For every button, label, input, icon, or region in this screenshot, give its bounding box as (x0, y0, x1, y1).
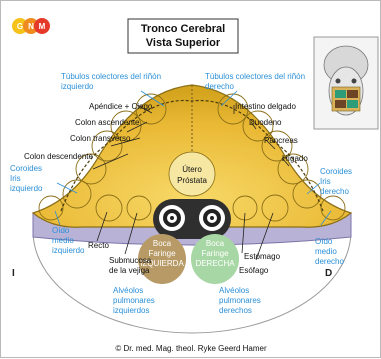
center-label-1: Útero (182, 165, 202, 174)
label-liver: Hígado (282, 154, 308, 163)
label-small-int: Intestino delgado (235, 102, 296, 111)
label-ear-right-3: derecho (315, 257, 344, 266)
mouth-left-1: Boca (153, 239, 172, 248)
head-thumbnail (313, 36, 379, 130)
label-submucosa-2: de la vejiga (109, 266, 150, 275)
mouth-right-3: DERECHA (195, 259, 235, 268)
label-ear-right-2: medio (315, 247, 337, 256)
logo-letter-m: M (39, 22, 46, 31)
side-left-marker: I (12, 268, 15, 279)
label-tubules-left-1: Túbulos colectores del riñón (61, 72, 161, 81)
label-alv-left-1: Alvéolos (113, 286, 143, 295)
gnm-logo: G N M (12, 18, 50, 34)
mouth-right-2: Faringe (201, 249, 229, 258)
label-choroid-left-2: Iris (10, 174, 21, 183)
label-alv-right-3: derechos (219, 306, 252, 315)
relay-circles (38, 93, 346, 222)
blue-leader-lines (54, 90, 332, 226)
label-alv-right-1: Alvéolos (219, 286, 249, 295)
label-alv-right-2: pulmonares (219, 296, 261, 305)
label-esophagus: Esófago (239, 266, 269, 275)
label-ear-left-2: medio (52, 236, 74, 245)
brainstem-targets (153, 199, 231, 239)
label-choroid-left-1: Coroides (10, 164, 42, 173)
label-choroid-right-3: derecho (320, 187, 349, 196)
logo-letter-n: N (28, 22, 34, 31)
mouth-left-3: IZQUIERDA (140, 259, 184, 268)
side-right-marker: D (325, 268, 332, 279)
logo-circle-g (12, 18, 28, 34)
label-choroid-left-3: izquierdo (10, 184, 43, 193)
label-tubules-left-2: izquierdo (61, 82, 94, 91)
lower-semicircle (32, 230, 352, 334)
label-submucosa-1: Submucosa (109, 256, 152, 265)
label-pancreas: Páncreas (264, 136, 298, 145)
logo-circle-m (34, 18, 50, 34)
center-organ (168, 151, 216, 197)
label-colon-trans: Colon transverso (70, 134, 131, 143)
mouth-pharynx-left (138, 234, 186, 284)
label-choroid-right-1: Coroides (320, 167, 352, 176)
label-choroid-right-2: Iris (320, 177, 331, 186)
label-alv-left-3: izquierdos (113, 306, 149, 315)
label-rectum: Recto (88, 241, 109, 250)
mouth-right-1: Boca (206, 239, 225, 248)
logo-letter-g: G (17, 22, 23, 31)
credit-line: © Dr. med. Mag. theol. Ryke Geerd Hamer (115, 344, 267, 353)
title-line-2: Vista Superior (146, 37, 221, 49)
label-ear-right-1: Oído (315, 237, 333, 246)
label-tubules-right-2: derecho (205, 82, 234, 91)
label-tubules-right-1: Túbulos colectores del riñón (205, 72, 305, 81)
title-box: Tronco Cerebral Vista Superior (127, 18, 239, 54)
label-appendix: Apéndice + Ciego (89, 102, 153, 111)
mouth-pharynx-right (191, 234, 239, 284)
label-stomach: Estómago (244, 252, 281, 261)
center-label-2: Próstata (177, 176, 207, 185)
label-alv-left-2: pulmonares (113, 296, 155, 305)
mouth-left-2: Faringe (148, 249, 176, 258)
title-line-1: Tronco Cerebral (141, 23, 225, 35)
logo-circle-n (23, 18, 39, 34)
label-ear-left-1: Oído (52, 226, 70, 235)
label-duodenum: Duodeno (249, 118, 282, 127)
label-colon-desc: Colon descendente (24, 152, 93, 161)
label-colon-asc: Colon ascendente (75, 118, 140, 127)
leader-lines (92, 104, 290, 261)
label-ear-left-3: izquierdo (52, 246, 85, 255)
gut-path (60, 99, 324, 212)
